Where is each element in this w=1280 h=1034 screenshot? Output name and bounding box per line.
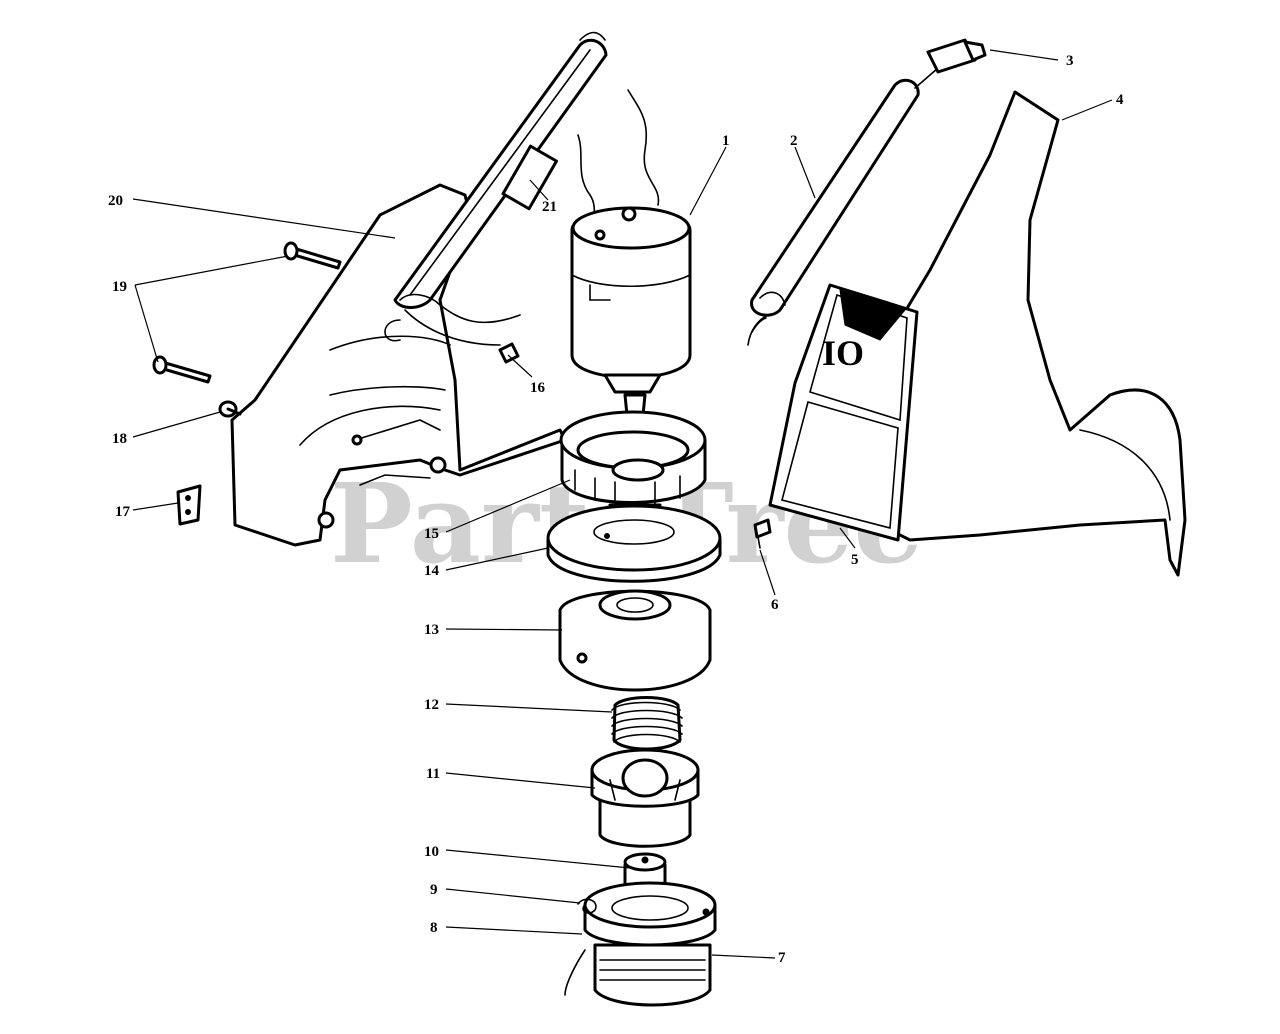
long-screw-lower xyxy=(152,355,212,384)
callout-21: 21 xyxy=(542,199,557,215)
decal-text: IO xyxy=(822,333,864,373)
handle-tube xyxy=(384,31,608,346)
spool-cover-ring xyxy=(546,504,722,583)
callout-20: 20 xyxy=(108,193,123,209)
callout-labels: 1 2 3 4 5 6 7 8 9 10 11 12 13 14 15 16 1… xyxy=(108,53,1124,966)
spring xyxy=(611,696,683,751)
connector-plug xyxy=(926,38,987,74)
callout-2: 2 xyxy=(790,133,798,149)
callout-19: 19 xyxy=(112,279,127,295)
long-screw-upper xyxy=(283,241,342,270)
callout-7: 7 xyxy=(778,950,786,966)
callout-5: 5 xyxy=(851,552,859,568)
line-clip xyxy=(577,898,597,914)
mounting-plate xyxy=(176,484,202,526)
small-screw xyxy=(218,400,242,418)
spool xyxy=(590,748,700,848)
callout-6: 6 xyxy=(771,597,779,613)
callout-1: 1 xyxy=(722,133,730,149)
callout-17: 17 xyxy=(115,504,131,520)
callout-14: 14 xyxy=(424,563,440,579)
callout-18: 18 xyxy=(112,431,127,447)
callout-9: 9 xyxy=(430,882,438,898)
right-handle-tube xyxy=(747,61,946,346)
callout-3: 3 xyxy=(1066,53,1074,69)
leader-lines xyxy=(132,49,1113,959)
motor xyxy=(570,89,692,394)
callout-15: 15 xyxy=(424,526,439,542)
small-nut xyxy=(498,342,520,364)
bump-knob xyxy=(564,881,717,1007)
right-housing-half xyxy=(868,90,1187,577)
callout-10: 10 xyxy=(424,844,439,860)
decal-label: IO xyxy=(768,283,919,542)
spool-housing-collar xyxy=(559,410,707,527)
callout-13: 13 xyxy=(424,622,439,638)
spool-housing-body xyxy=(558,589,712,692)
callout-8: 8 xyxy=(430,920,438,936)
callout-4: 4 xyxy=(1116,92,1124,108)
callout-12: 12 xyxy=(424,697,439,713)
callout-11: 11 xyxy=(426,766,440,782)
callout-16: 16 xyxy=(530,380,546,396)
cover-screw xyxy=(753,518,772,549)
